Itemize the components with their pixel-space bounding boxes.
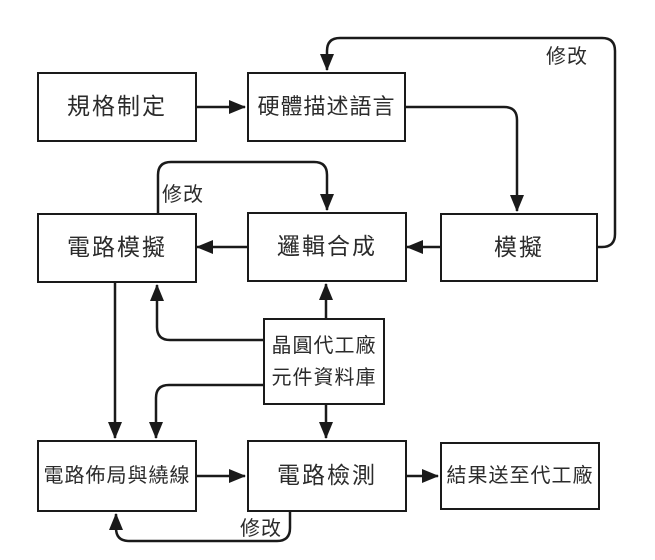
- edge-label-modify-bottom: 修改: [240, 518, 282, 540]
- node-circuit-test-label: 電路檢測: [277, 462, 377, 489]
- node-logic-synthesis-label: 邏輯合成: [277, 233, 377, 260]
- edge-test-to-layout-modify: [109, 512, 292, 543]
- node-layout-routing: 電路佈局與繞線: [37, 440, 197, 512]
- node-circuit-simulation-label: 電路模擬: [67, 234, 167, 261]
- edge-sim-to-hdl-modify: [320, 36, 617, 249]
- edge-hdl-to-sim: [406, 105, 524, 212]
- node-specification: 規格制定: [37, 72, 197, 142]
- node-specification-label: 規格制定: [67, 93, 167, 120]
- node-hdl: 硬體描述語言: [247, 72, 406, 142]
- node-foundry-library-line2: 元件資料庫: [271, 366, 377, 389]
- edge-label-modify-middle: 修改: [162, 184, 204, 206]
- edge-circuitsim-to-logic-modify: [156, 160, 334, 213]
- node-foundry-library-line1: 晶圓代工廠: [271, 334, 377, 357]
- node-circuit-test: 電路檢測: [247, 440, 407, 512]
- node-foundry-library: 晶圓代工廠 元件資料庫: [263, 318, 385, 405]
- edge-label-modify-top: 修改: [546, 46, 588, 68]
- node-layout-routing-label: 電路佈局與繞線: [43, 464, 191, 487]
- node-simulation: 模擬: [440, 213, 598, 282]
- node-circuit-simulation: 電路模擬: [37, 213, 197, 283]
- node-logic-synthesis: 邏輯合成: [247, 212, 407, 282]
- edge-library-to-layout: [149, 383, 263, 439]
- node-simulation-label: 模擬: [494, 233, 544, 260]
- edge-library-to-circuitsim: [150, 284, 263, 342]
- node-hdl-label: 硬體描述語言: [257, 94, 396, 120]
- node-send-to-foundry-label: 結果送至代工廠: [446, 464, 594, 487]
- node-send-to-foundry: 結果送至代工廠: [440, 442, 600, 510]
